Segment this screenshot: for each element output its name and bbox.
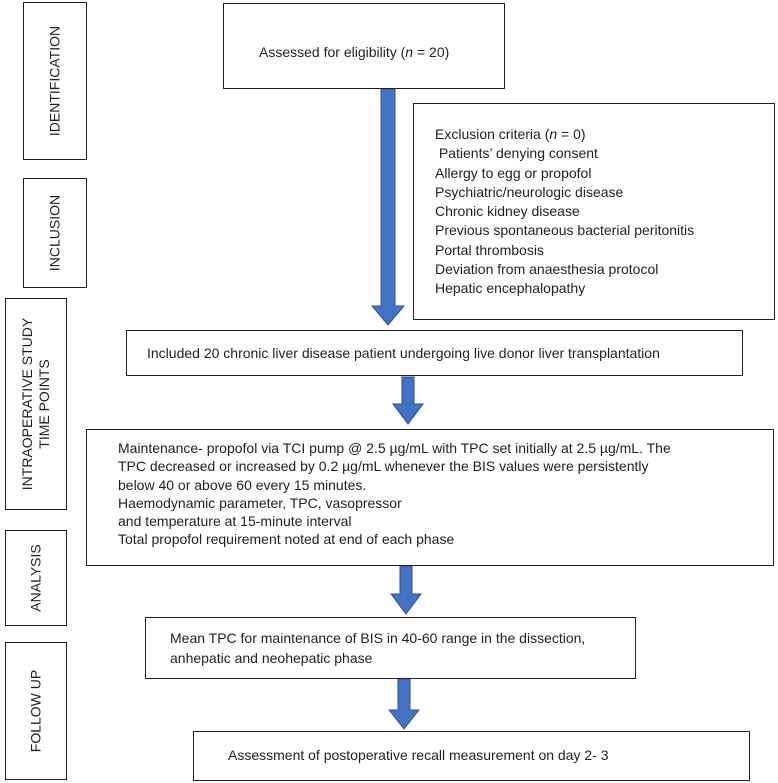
stage-label-analysis: ANALYSIS — [5, 530, 67, 626]
exclusion-title: Exclusion criteria (n = 0) — [435, 126, 586, 142]
included-text: Included 20 chronic liver disease patien… — [147, 345, 660, 361]
arrow-included-to-maintenance — [392, 376, 424, 425]
exclusion-item: Previous spontaneous bacterial peritonit… — [435, 222, 695, 239]
stage-label-identification: IDENTIFICATION — [23, 2, 87, 160]
included-box: Included 20 chronic liver disease patien… — [126, 330, 743, 376]
exclusion-item: Deviation from anaesthesia protocol — [435, 261, 659, 278]
exclusion-criteria-list: Exclusion criteria (n = 0) Patients’ den… — [435, 125, 694, 299]
exclusion-item: Psychiatric/neurologic disease — [435, 183, 624, 200]
arrow-eligibility-to-included — [370, 88, 406, 326]
exclusion-item: Patients’ denying consent — [435, 145, 598, 162]
assessment-text: Assessment of postoperative recall measu… — [228, 747, 609, 763]
stage-label-inclusion: INCLUSION — [23, 178, 87, 288]
assessment-box: Assessment of postoperative recall measu… — [193, 731, 750, 781]
stage-label-follow-up: FOLLOW UP — [5, 642, 67, 780]
exclusion-item: Chronic kidney disease — [435, 203, 580, 220]
arrow-maintenance-to-mean-tpc — [390, 565, 422, 615]
maintenance-box: Maintenance- propofol via TCI pump @ 2.5… — [86, 429, 774, 566]
exclusion-criteria-box: Exclusion criteria (n = 0) Patients’ den… — [413, 103, 775, 320]
eligibility-text: Assessed for eligibility (n = 20) — [259, 44, 450, 60]
exclusion-item: Allergy to egg or propofol — [435, 164, 592, 181]
exclusion-item: Portal thrombosis — [435, 241, 544, 258]
mean-tpc-box: Mean TPC for maintenance of BIS in 40-60… — [145, 617, 636, 679]
exclusion-item: Hepatic encephalopathy — [435, 280, 586, 297]
stage-label-intraoperative: INTRAOPERATIVE STUDY TIME POINTS — [5, 298, 67, 510]
arrow-mean-tpc-to-assessment — [387, 678, 421, 730]
mean-tpc-text: Mean TPC for maintenance of BIS in 40-60… — [170, 630, 586, 666]
eligibility-box: Assessed for eligibility (n = 20) — [223, 3, 505, 89]
maintenance-text: Maintenance- propofol via TCI pump @ 2.5… — [118, 440, 671, 548]
